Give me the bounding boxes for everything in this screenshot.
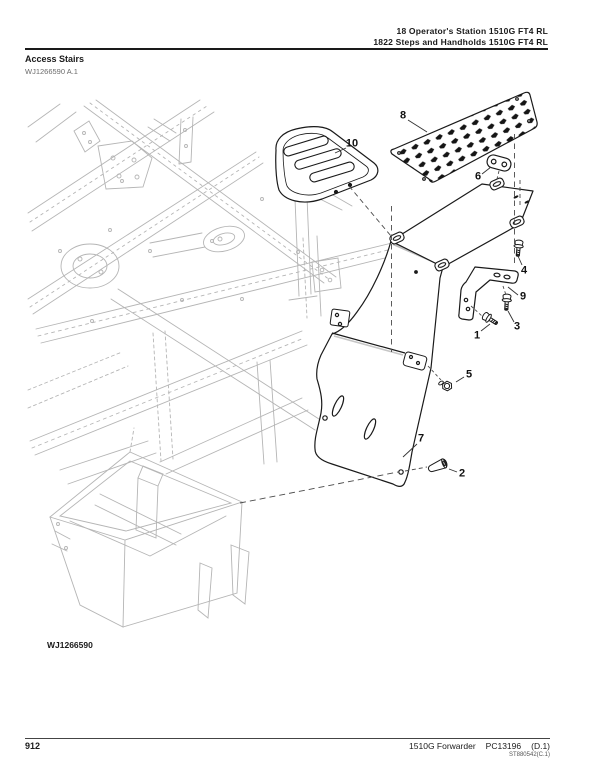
figure-label: WJ1266590	[47, 640, 93, 650]
bracket-top-plate	[389, 177, 534, 272]
callout-3: 3	[513, 320, 521, 333]
footer-catalog-info: 1510G Forwarder PC13196 (D.1)	[399, 741, 550, 751]
chassis-wireframe	[27, 99, 394, 628]
footer-revision: (D.1)	[531, 741, 550, 751]
header-line-1: 18 Operator's Station 1510G FT4 RL	[396, 26, 548, 36]
callout-1: 1	[473, 329, 481, 342]
callout-6: 6	[474, 170, 482, 183]
footer-page-number: 912	[25, 741, 41, 751]
header-line-2: 1822 Steps and Handholds 1510G FT4 RL	[373, 37, 548, 47]
clamp-foot	[509, 215, 525, 229]
footer-model: 1510G Forwarder	[409, 741, 476, 751]
part-8-tread-plate	[390, 91, 538, 183]
part-4-screw	[513, 239, 524, 257]
callout-4: 4	[520, 264, 528, 277]
chassis-box	[49, 427, 250, 628]
section-title: Access Stairs	[25, 54, 85, 64]
clamp-foot	[434, 258, 450, 272]
part-3-screw	[501, 293, 512, 311]
part-1-screw	[481, 311, 498, 325]
part-10-step-pad	[275, 126, 379, 203]
footer-catalog-number: PC13196	[485, 741, 522, 751]
part-6-link-plate	[486, 154, 512, 172]
assembly-dashed-lines	[239, 134, 521, 504]
clamp-foot	[389, 231, 405, 245]
parts	[275, 91, 538, 487]
callout-10: 10	[345, 137, 359, 150]
part-5-nut	[438, 380, 453, 392]
callout-leaders	[334, 119, 523, 473]
footer-rule	[25, 738, 550, 739]
part-7-support-bracket	[314, 240, 444, 487]
callout-7: 7	[417, 432, 425, 445]
part-2-plug	[427, 458, 448, 473]
callout-9: 9	[519, 290, 527, 303]
callout-8: 8	[399, 109, 407, 122]
callout-2: 2	[458, 467, 466, 480]
part-9-u-bracket	[458, 266, 519, 321]
header-rule	[25, 48, 548, 50]
footer-sub-reference: ST880542(C.1)	[508, 752, 550, 758]
page-header: 18 Operator's Station 1510G FT4 RL 1822 …	[373, 26, 548, 48]
callout-5: 5	[465, 368, 473, 381]
figure-reference: WJ1266590 A.1	[25, 67, 78, 76]
